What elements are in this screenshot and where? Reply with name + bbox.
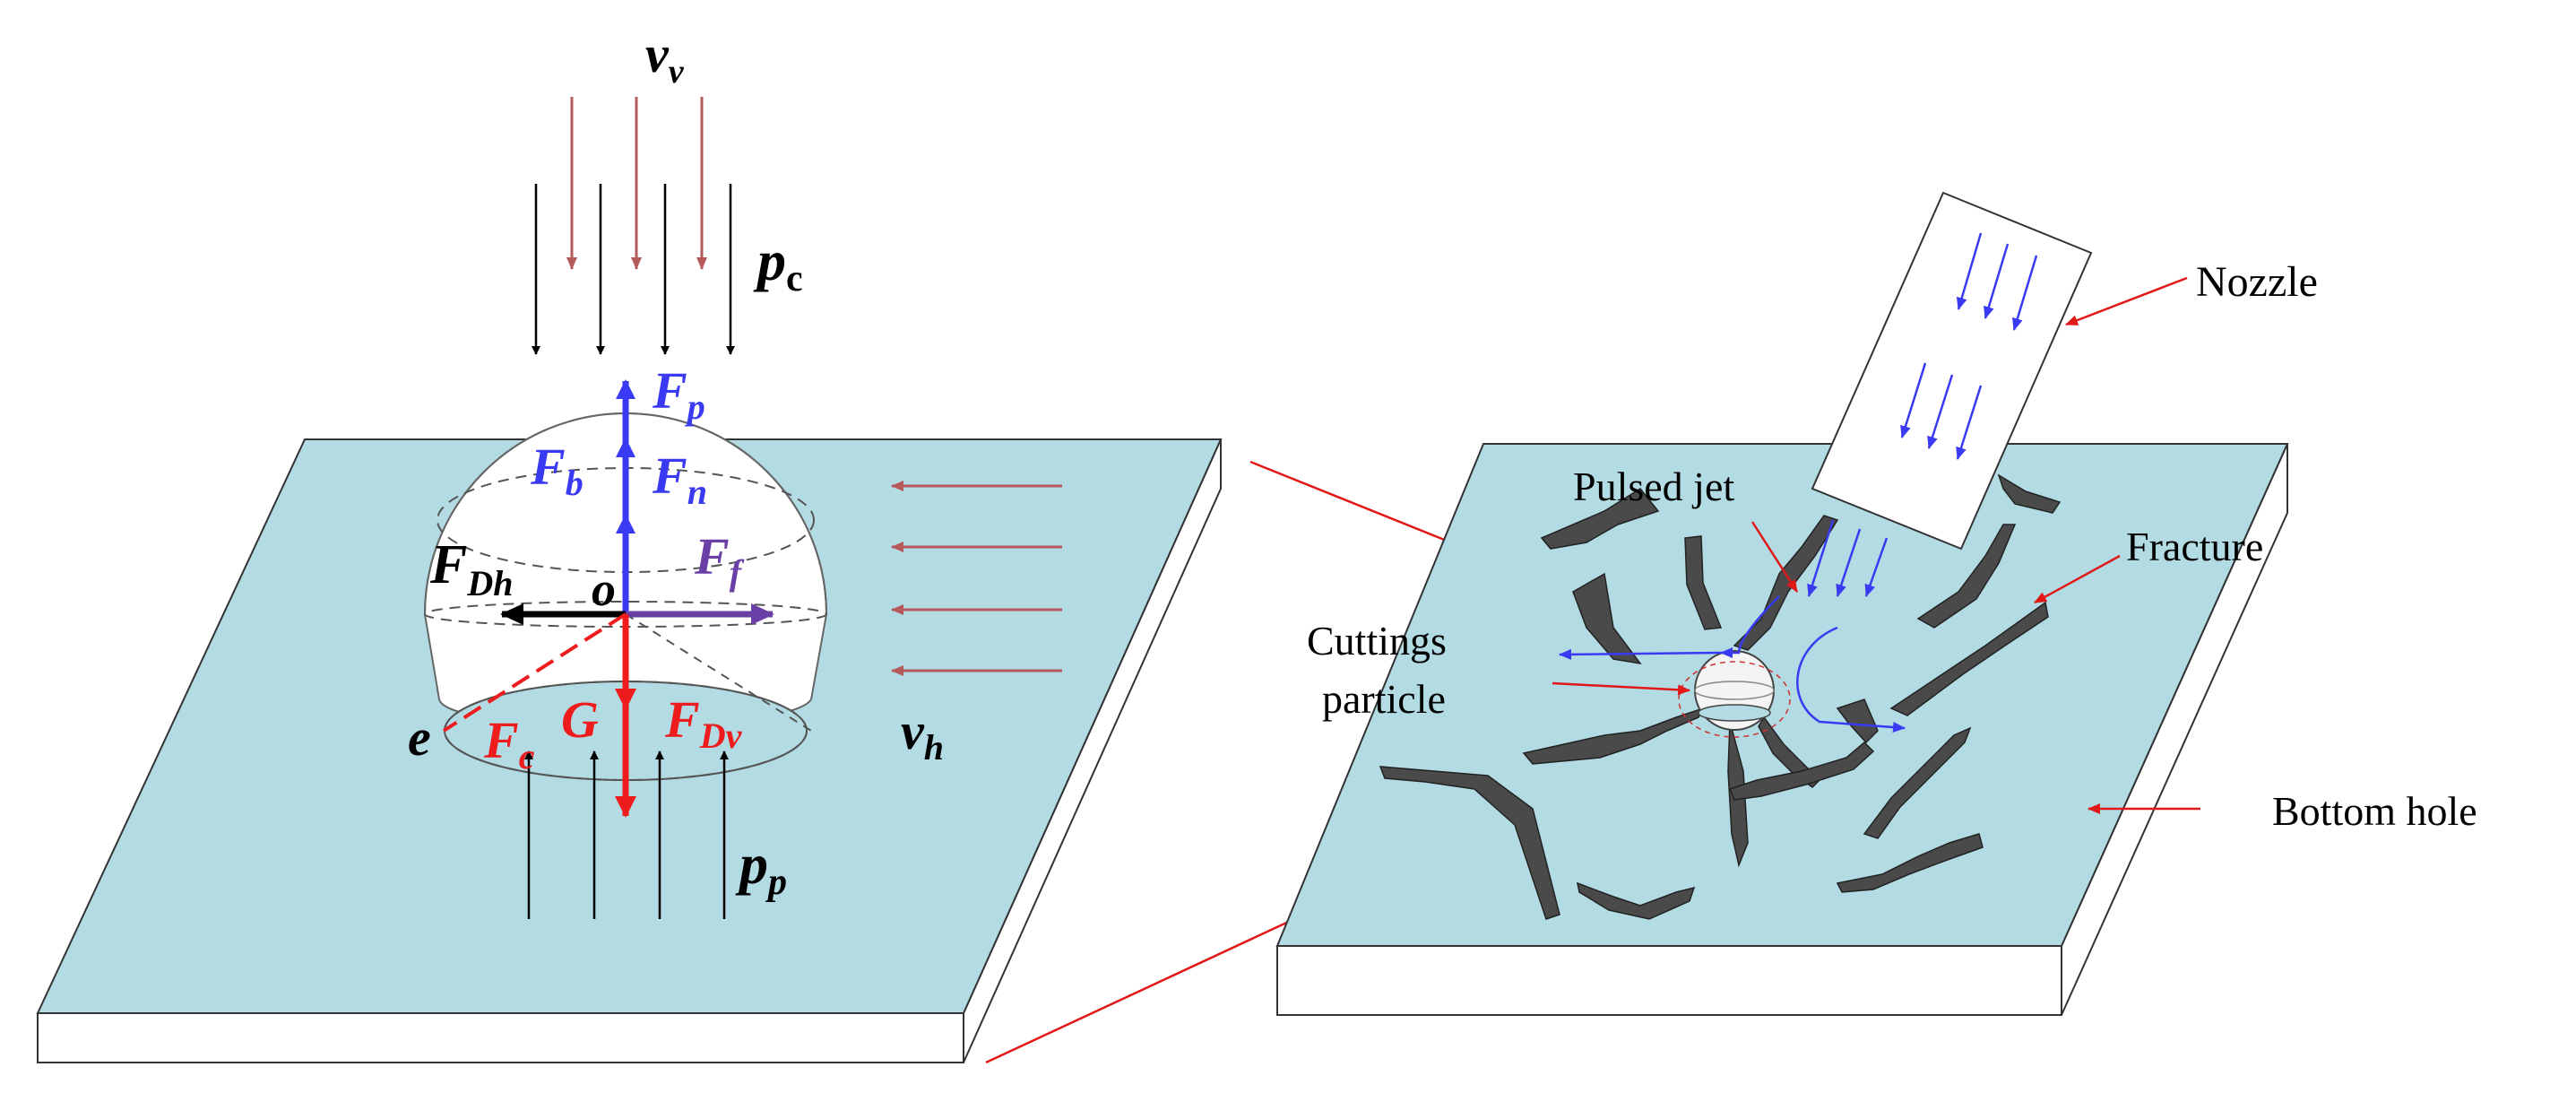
leader-arrows (1552, 276, 2200, 814)
label-p-bottom: pp (735, 832, 787, 903)
right-panel: Nozzle Pulsed jet Fracture Cuttings part… (1275, 191, 2477, 1016)
label-Fp: Fp (652, 361, 705, 427)
label-bottom-hole: Bottom hole (2272, 788, 2477, 834)
nozzle (1811, 191, 2093, 551)
left-panel: vv pc Fp Fb Fn Ff FDh o Fc G FDv e vh pp (36, 25, 1223, 1063)
label-pulsed-jet: Pulsed jet (1573, 464, 1734, 509)
fractures (1379, 473, 2062, 920)
jet-flow-lines (1559, 519, 1906, 733)
pressure-arrows-bottom (524, 750, 729, 919)
label-G: G (561, 690, 599, 749)
label-FDv: FDv (664, 690, 743, 756)
horizontal-flow-arrows (891, 481, 1062, 676)
pressure-arrows-top (532, 184, 735, 355)
label-cuttings-line1: Cuttings (1307, 618, 1447, 664)
vertical-flow-arrows (566, 97, 707, 270)
small-particle (1678, 650, 1791, 738)
label-e: e (408, 708, 431, 767)
label-v-side: vh (901, 702, 944, 768)
label-p-top: pc (753, 229, 803, 299)
dashed-e-line (442, 612, 627, 733)
left-labels: vv pc Fp Fb Fn Ff FDh o Fc G FDv e vh pp (408, 25, 944, 903)
label-v-top: vv (645, 25, 685, 91)
label-nozzle: Nozzle (2196, 258, 2318, 306)
label-FDh: FDh (429, 534, 514, 603)
label-Fb: Fb (530, 438, 583, 503)
label-fracture: Fracture (2126, 524, 2263, 569)
right-labels: Nozzle Pulsed jet Fracture Cuttings part… (1307, 258, 2477, 834)
label-Fn: Fn (652, 447, 707, 512)
label-Ff: Ff (694, 527, 745, 593)
label-cuttings-line2: particle (1322, 676, 1446, 722)
label-origin: o (592, 562, 616, 616)
force-vectors (442, 379, 774, 818)
label-Fc: Fc (483, 711, 535, 776)
